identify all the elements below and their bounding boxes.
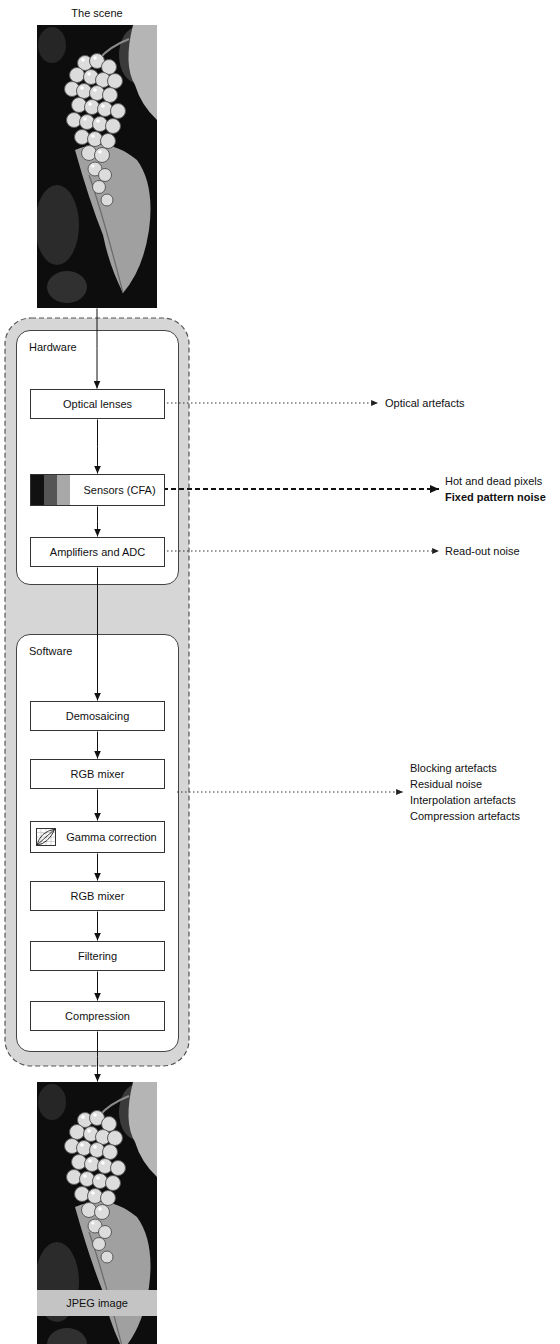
label-anchor: Hot and dead pixels [445,474,542,488]
box-label: RGB mixer [71,889,125,903]
flow-arrow [97,568,98,701]
label-anchor: Read-out noise [445,544,520,558]
cfa-cell [44,475,57,505]
artefact-label: Read-out noise [445,544,520,558]
label-anchor: Blocking artefacts [410,761,497,775]
flow-arrow [97,854,98,881]
group-heading: Software [29,644,166,658]
image-node: JPEG image [37,1082,157,1344]
label-anchor: Fixed pattern noise [445,490,546,504]
cfa-cell [57,475,70,505]
box-label: RGB mixer [71,767,125,781]
box-label: Filtering [78,949,117,963]
flow-arrow [97,309,98,389]
process-box: RGB mixer [30,759,165,789]
process-box: Compression [30,1001,165,1031]
flow-arrow [97,732,98,759]
process-box: Gamma correction [30,821,165,853]
gamma-curve [37,829,55,845]
process-box: RGB mixer [30,881,165,911]
leader-line [177,792,403,793]
box-label: Sensors (CFA) [83,483,155,497]
leader-line [163,551,439,552]
flow-arrow [97,972,98,1001]
box-label: Demosaicing [66,709,130,723]
gamma-curve [37,829,55,845]
artefact-label: Hot and dead pixels [445,474,542,488]
artefact-label: Interpolation artefacts [410,793,516,807]
flow-arrow [97,790,98,821]
label-anchor: Optical artefacts [385,396,464,410]
group-heading: Hardware [29,340,166,354]
label-anchor: Interpolation artefacts [410,793,516,807]
process-box: Optical lenses [30,389,165,419]
process-box: Filtering [30,941,165,971]
process-box: Sensors (CFA) [30,474,165,506]
leader-line [163,488,439,490]
gamma-curve [37,829,55,845]
pipeline-panel [5,318,189,1066]
process-box: Amplifiers and ADC [30,537,165,567]
artefact-label: Compression artefacts [410,809,520,823]
artefact-label: Optical artefacts [385,396,464,410]
box-label: Optical lenses [63,397,132,411]
box-label: Gamma correction [66,830,156,844]
cfa-swatch [31,475,70,505]
image-caption: JPEG image [37,1290,157,1316]
label-anchor: Compression artefacts [410,809,520,823]
leader-line [163,403,378,404]
flow-arrow [97,912,98,941]
flow-arrow [97,1032,98,1082]
box-label: Amplifiers and ADC [50,545,145,559]
label-anchor: Residual noise [410,777,482,791]
image-caption: The scene [37,6,157,20]
jpeg-photo [35,1082,157,1344]
chart-frame [37,829,56,846]
scene-photo [35,25,157,308]
artefact-label: Blocking artefacts [410,761,497,775]
artefact-label: Residual noise [410,777,482,791]
flow-arrow [97,507,98,537]
gamma-chart-icon [36,828,56,846]
image-node: The scene [37,6,157,308]
cfa-cell [31,475,44,505]
flow-arrow [97,420,98,474]
box-label: Compression [65,1009,130,1023]
process-box: Demosaicing [30,701,165,731]
artefact-label: Fixed pattern noise [445,490,546,504]
